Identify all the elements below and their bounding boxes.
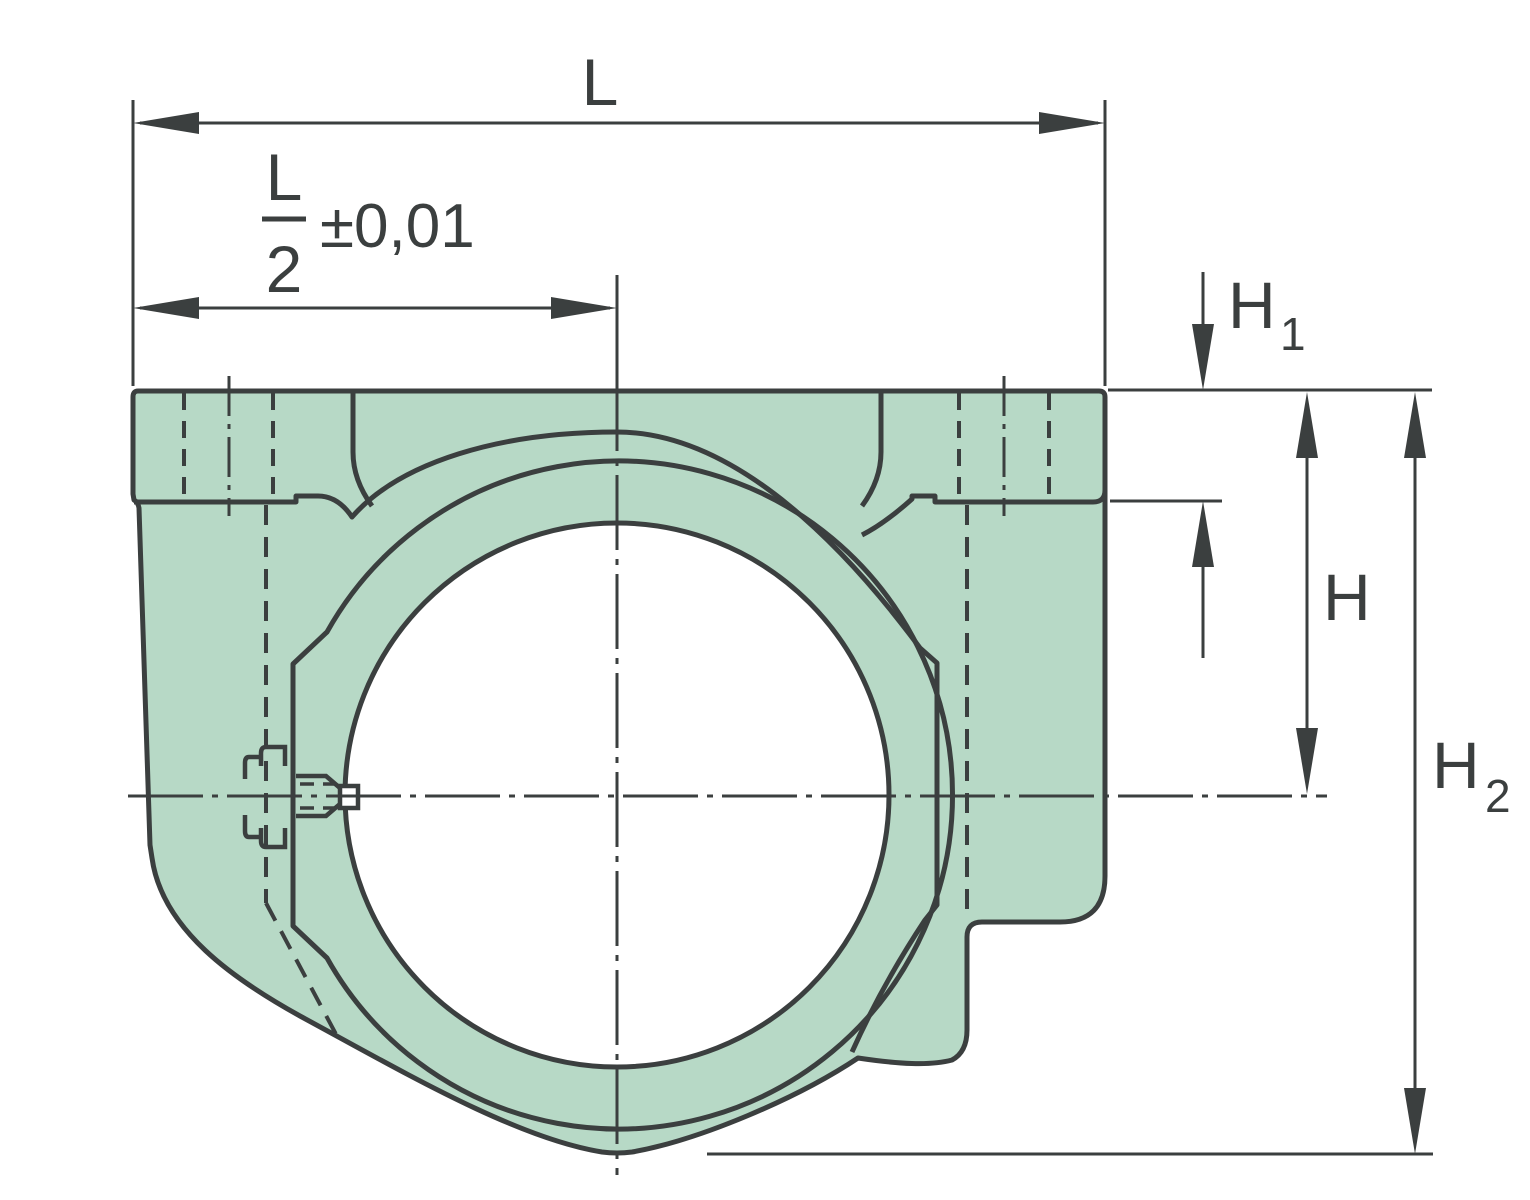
arrowhead-down [1296,728,1318,794]
arrowhead-right [551,297,617,319]
fraction-L-over-2: L 2 [262,140,306,306]
arrowhead-down [1404,1088,1426,1154]
dimension-L: L [131,45,1107,386]
centerlines [128,277,1327,1175]
arrowhead-left [133,297,199,319]
housing-right-flange-seat [860,489,1108,538]
dimension-L2: L 2 ±0,01 [133,140,619,388]
sleeve-outer-contour [290,458,956,1132]
label-H2-sub: 2 [1485,770,1511,822]
dimension-H: H [1296,392,1371,794]
label-tolerance: ±0,01 [320,192,475,261]
arrowhead-down [1192,324,1214,390]
screw-recess-lower [242,815,288,850]
label-H1: H [1228,268,1276,342]
dimension-H2: H 2 [707,392,1511,1156]
slit-hidden-line-diagonal [264,902,340,1039]
clamp-screw-thread-hidden [300,782,336,810]
housing-right-web-line [859,391,884,508]
screw-recess-upper [242,744,288,779]
housing-arch-contour [134,429,940,1054]
label-L: L [582,45,619,119]
fraction-denominator: 2 [266,232,303,306]
label-H2: H [1432,728,1480,802]
dimension-H1: H 1 [1108,268,1432,658]
fraction-numerator: L [266,140,303,214]
arrowhead-up [1192,501,1214,567]
mounting-hole-right [957,376,1051,516]
arrowhead-up [1296,392,1318,458]
label-H1-sub: 1 [1280,308,1306,360]
housing-left-web-line [350,391,375,508]
arrowhead-up [1404,392,1426,458]
arrowhead-right [1039,112,1105,134]
mounting-hole-left [182,376,275,516]
arrowhead-left [133,112,199,134]
hidden-lines [182,376,1051,1039]
label-H: H [1323,560,1371,634]
